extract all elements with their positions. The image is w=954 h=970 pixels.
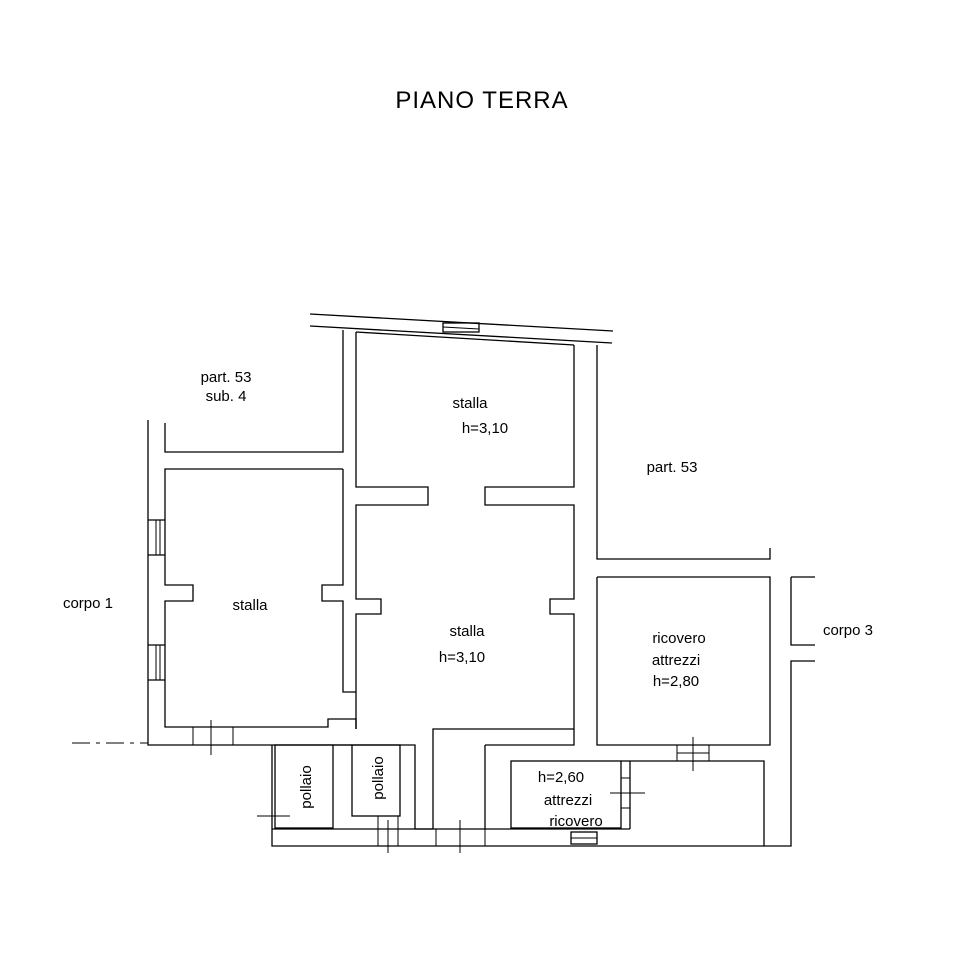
label-pollaio-1: pollaio <box>298 765 315 808</box>
label-stalla-center: stalla <box>449 623 485 640</box>
label-ricovero-right: ricovero <box>652 630 705 647</box>
label-ricovero-right-attrezzi: attrezzi <box>652 652 700 669</box>
openings <box>192 322 710 853</box>
label-pollaio-2: pollaio <box>370 756 387 799</box>
label-stalla-left: stalla <box>232 597 268 614</box>
label-corpo1: corpo 1 <box>63 595 113 612</box>
label-stalla-top-height: h=3,10 <box>462 420 508 437</box>
label-ricovero-small-ricovero: ricovero <box>549 813 602 830</box>
plan-title: PIANO TERRA <box>395 87 568 114</box>
label-ricovero-right-height: h=2,80 <box>653 673 699 690</box>
label-part53-sub4: part. 53 <box>201 369 252 386</box>
label-stalla-top: stalla <box>452 395 488 412</box>
label-stalla-center-height: h=3,10 <box>439 649 485 666</box>
label-part53-sub4-sub: sub. 4 <box>206 388 247 405</box>
walls <box>72 313 815 847</box>
label-corpo3: corpo 3 <box>823 622 873 639</box>
label-ricovero-small-height: h=2,60 <box>538 769 584 786</box>
label-part53: part. 53 <box>647 459 698 476</box>
label-ricovero-small-attrezzi: attrezzi <box>544 792 592 809</box>
